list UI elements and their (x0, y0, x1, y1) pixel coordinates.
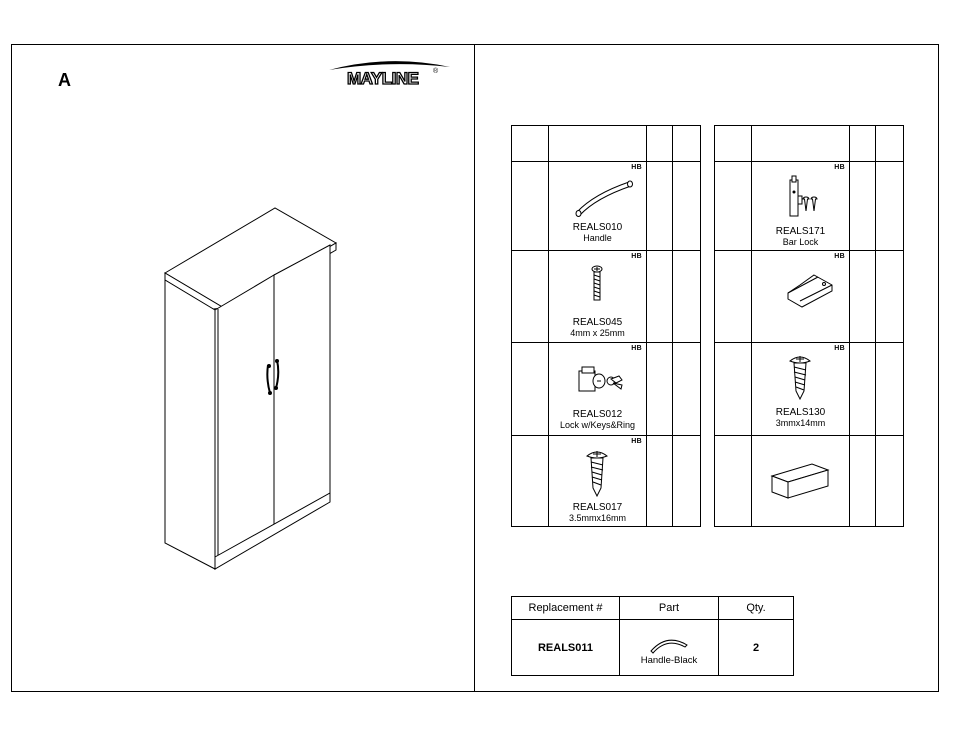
row-cell (673, 251, 701, 343)
screw-icon (549, 251, 646, 317)
handle-icon (549, 162, 646, 222)
row-cell (647, 251, 673, 343)
parts-table-left: HB REALS010 Handle HB REALS045 4mm x 25 (511, 125, 701, 527)
wood-screw-icon (752, 343, 849, 407)
header-cell (549, 126, 647, 162)
row-cell (673, 162, 701, 251)
hb-tag: HB (631, 345, 642, 352)
row-cell (715, 162, 752, 251)
hb-tag: HB (834, 253, 845, 260)
part-code: REALS010 (549, 222, 646, 233)
wood-screw-icon (549, 436, 646, 502)
part-cell: HB REALS130 3mmx14mm (752, 343, 850, 436)
row-cell (715, 343, 752, 436)
part-code: REALS017 (549, 502, 646, 513)
row-cell (512, 343, 549, 436)
header-cell (752, 126, 850, 162)
lock-icon (549, 343, 646, 409)
part-cell: HB REALS010 Handle (549, 162, 647, 251)
row-cell (512, 162, 549, 251)
header-cell (876, 126, 904, 162)
row-cell (850, 162, 876, 251)
part-code: REALS045 (549, 317, 646, 328)
hb-tag: HB (631, 438, 642, 445)
row-cell (850, 251, 876, 343)
part-desc: Bar Lock (752, 237, 849, 248)
header-cell (512, 126, 549, 162)
handle-icon (639, 631, 699, 655)
part-cell: HB REALS171 Bar Lock (752, 162, 850, 251)
row-cell (715, 251, 752, 343)
row-cell (876, 251, 904, 343)
hb-tag: HB (834, 164, 845, 171)
brand-name: MAYLINE (347, 69, 418, 89)
bar-lock-icon (752, 162, 849, 226)
replacement-header: Replacement # (512, 597, 620, 620)
qty-header: Qty. (719, 597, 794, 620)
row-cell (850, 343, 876, 436)
block-icon (752, 436, 849, 516)
part-desc: 3.5mmx16mm (549, 513, 646, 524)
replacement-table: Replacement # Part Qty. REALS011 Handle-… (511, 596, 794, 676)
header-cell (647, 126, 673, 162)
section-letter: A (58, 70, 71, 91)
part-desc: Lock w/Keys&Ring (549, 420, 646, 431)
header-cell (715, 126, 752, 162)
row-cell (850, 436, 876, 527)
part-code: REALS171 (752, 226, 849, 237)
part-cell: HB (752, 251, 850, 343)
row-cell (876, 343, 904, 436)
part-desc: 4mm x 25mm (549, 328, 646, 339)
part-cell (752, 436, 850, 527)
bracket-icon (752, 251, 849, 317)
replacement-part: Handle-Black (620, 620, 719, 676)
replacement-code: REALS011 (512, 620, 620, 676)
part-desc: Handle (549, 233, 646, 244)
row-cell (647, 436, 673, 527)
hb-tag: HB (631, 164, 642, 171)
replacement-part-label: Handle-Black (620, 655, 718, 666)
header-cell (850, 126, 876, 162)
registered-mark: ® (433, 68, 438, 75)
cabinet-illustration (160, 205, 340, 575)
hb-tag: HB (834, 345, 845, 352)
row-cell (512, 436, 549, 527)
part-code: REALS012 (549, 409, 646, 420)
parts-table-right: HB REALS171 Bar Lock HB (714, 125, 904, 527)
header-cell (673, 126, 701, 162)
replacement-qty: 2 (719, 620, 794, 676)
mayline-logo: MAYLINE ® (327, 58, 452, 94)
row-cell (876, 436, 904, 527)
row-cell (673, 343, 701, 436)
row-cell (876, 162, 904, 251)
part-header: Part (620, 597, 719, 620)
part-code: REALS130 (752, 407, 849, 418)
hb-tag: HB (631, 253, 642, 260)
row-cell (647, 343, 673, 436)
part-desc: 3mmx14mm (752, 418, 849, 429)
part-cell: HB REALS012 Lock w/Keys&Ring (549, 343, 647, 436)
row-cell (647, 162, 673, 251)
part-cell: HB REALS017 3.5mmx16mm (549, 436, 647, 527)
row-cell (715, 436, 752, 527)
page-divider (474, 44, 475, 692)
part-cell: HB REALS045 4mm x 25mm (549, 251, 647, 343)
row-cell (673, 436, 701, 527)
row-cell (512, 251, 549, 343)
